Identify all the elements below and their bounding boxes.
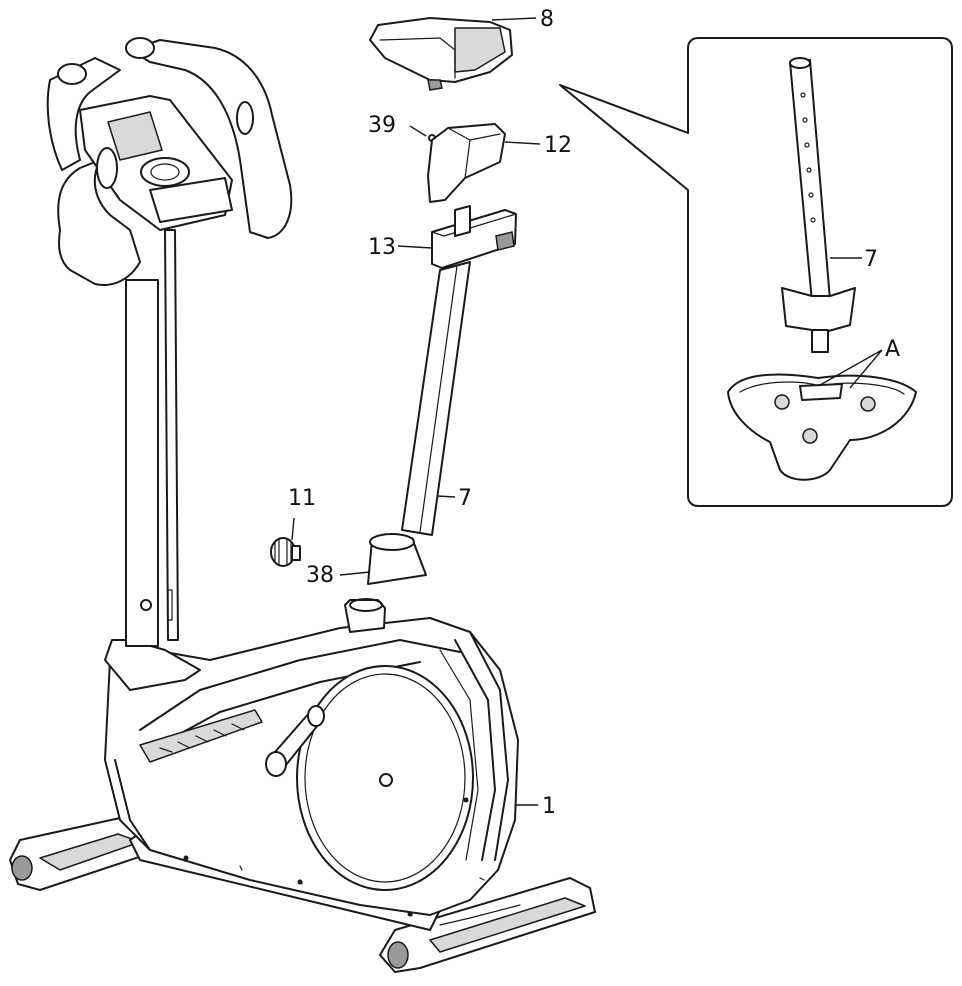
callout-leaders <box>291 17 883 806</box>
front-stabilizer-foot <box>9 817 161 891</box>
callout-7: 7 <box>458 486 472 511</box>
inset-detail-panel <box>559 37 953 507</box>
main-body-shroud <box>104 598 519 917</box>
slider-cover-part-12 <box>427 123 506 203</box>
callout-12: 12 <box>544 133 572 158</box>
handlebar <box>46 37 293 286</box>
callout-11: 11 <box>288 486 316 511</box>
callout-13: 13 <box>368 235 396 260</box>
seat-part-8 <box>369 17 513 91</box>
inset-seat-post-holes <box>800 92 816 223</box>
rear-stabilizer-foot <box>379 877 596 973</box>
callout-8: 8 <box>540 7 554 32</box>
seat-slider-part-13 <box>431 205 517 269</box>
knob-part-11 <box>270 537 301 567</box>
console <box>79 95 254 231</box>
callout-38: 38 <box>306 563 334 588</box>
callout-inset-7: 7 <box>864 247 878 272</box>
callout-A: A <box>885 337 900 362</box>
seat-post-part-7 <box>401 261 471 536</box>
callout-39: 39 <box>368 113 396 138</box>
frame-part-1 <box>9 37 596 973</box>
bushing-part-38 <box>367 533 427 585</box>
callout-1: 1 <box>542 794 556 819</box>
front-upright-mast <box>125 229 179 647</box>
